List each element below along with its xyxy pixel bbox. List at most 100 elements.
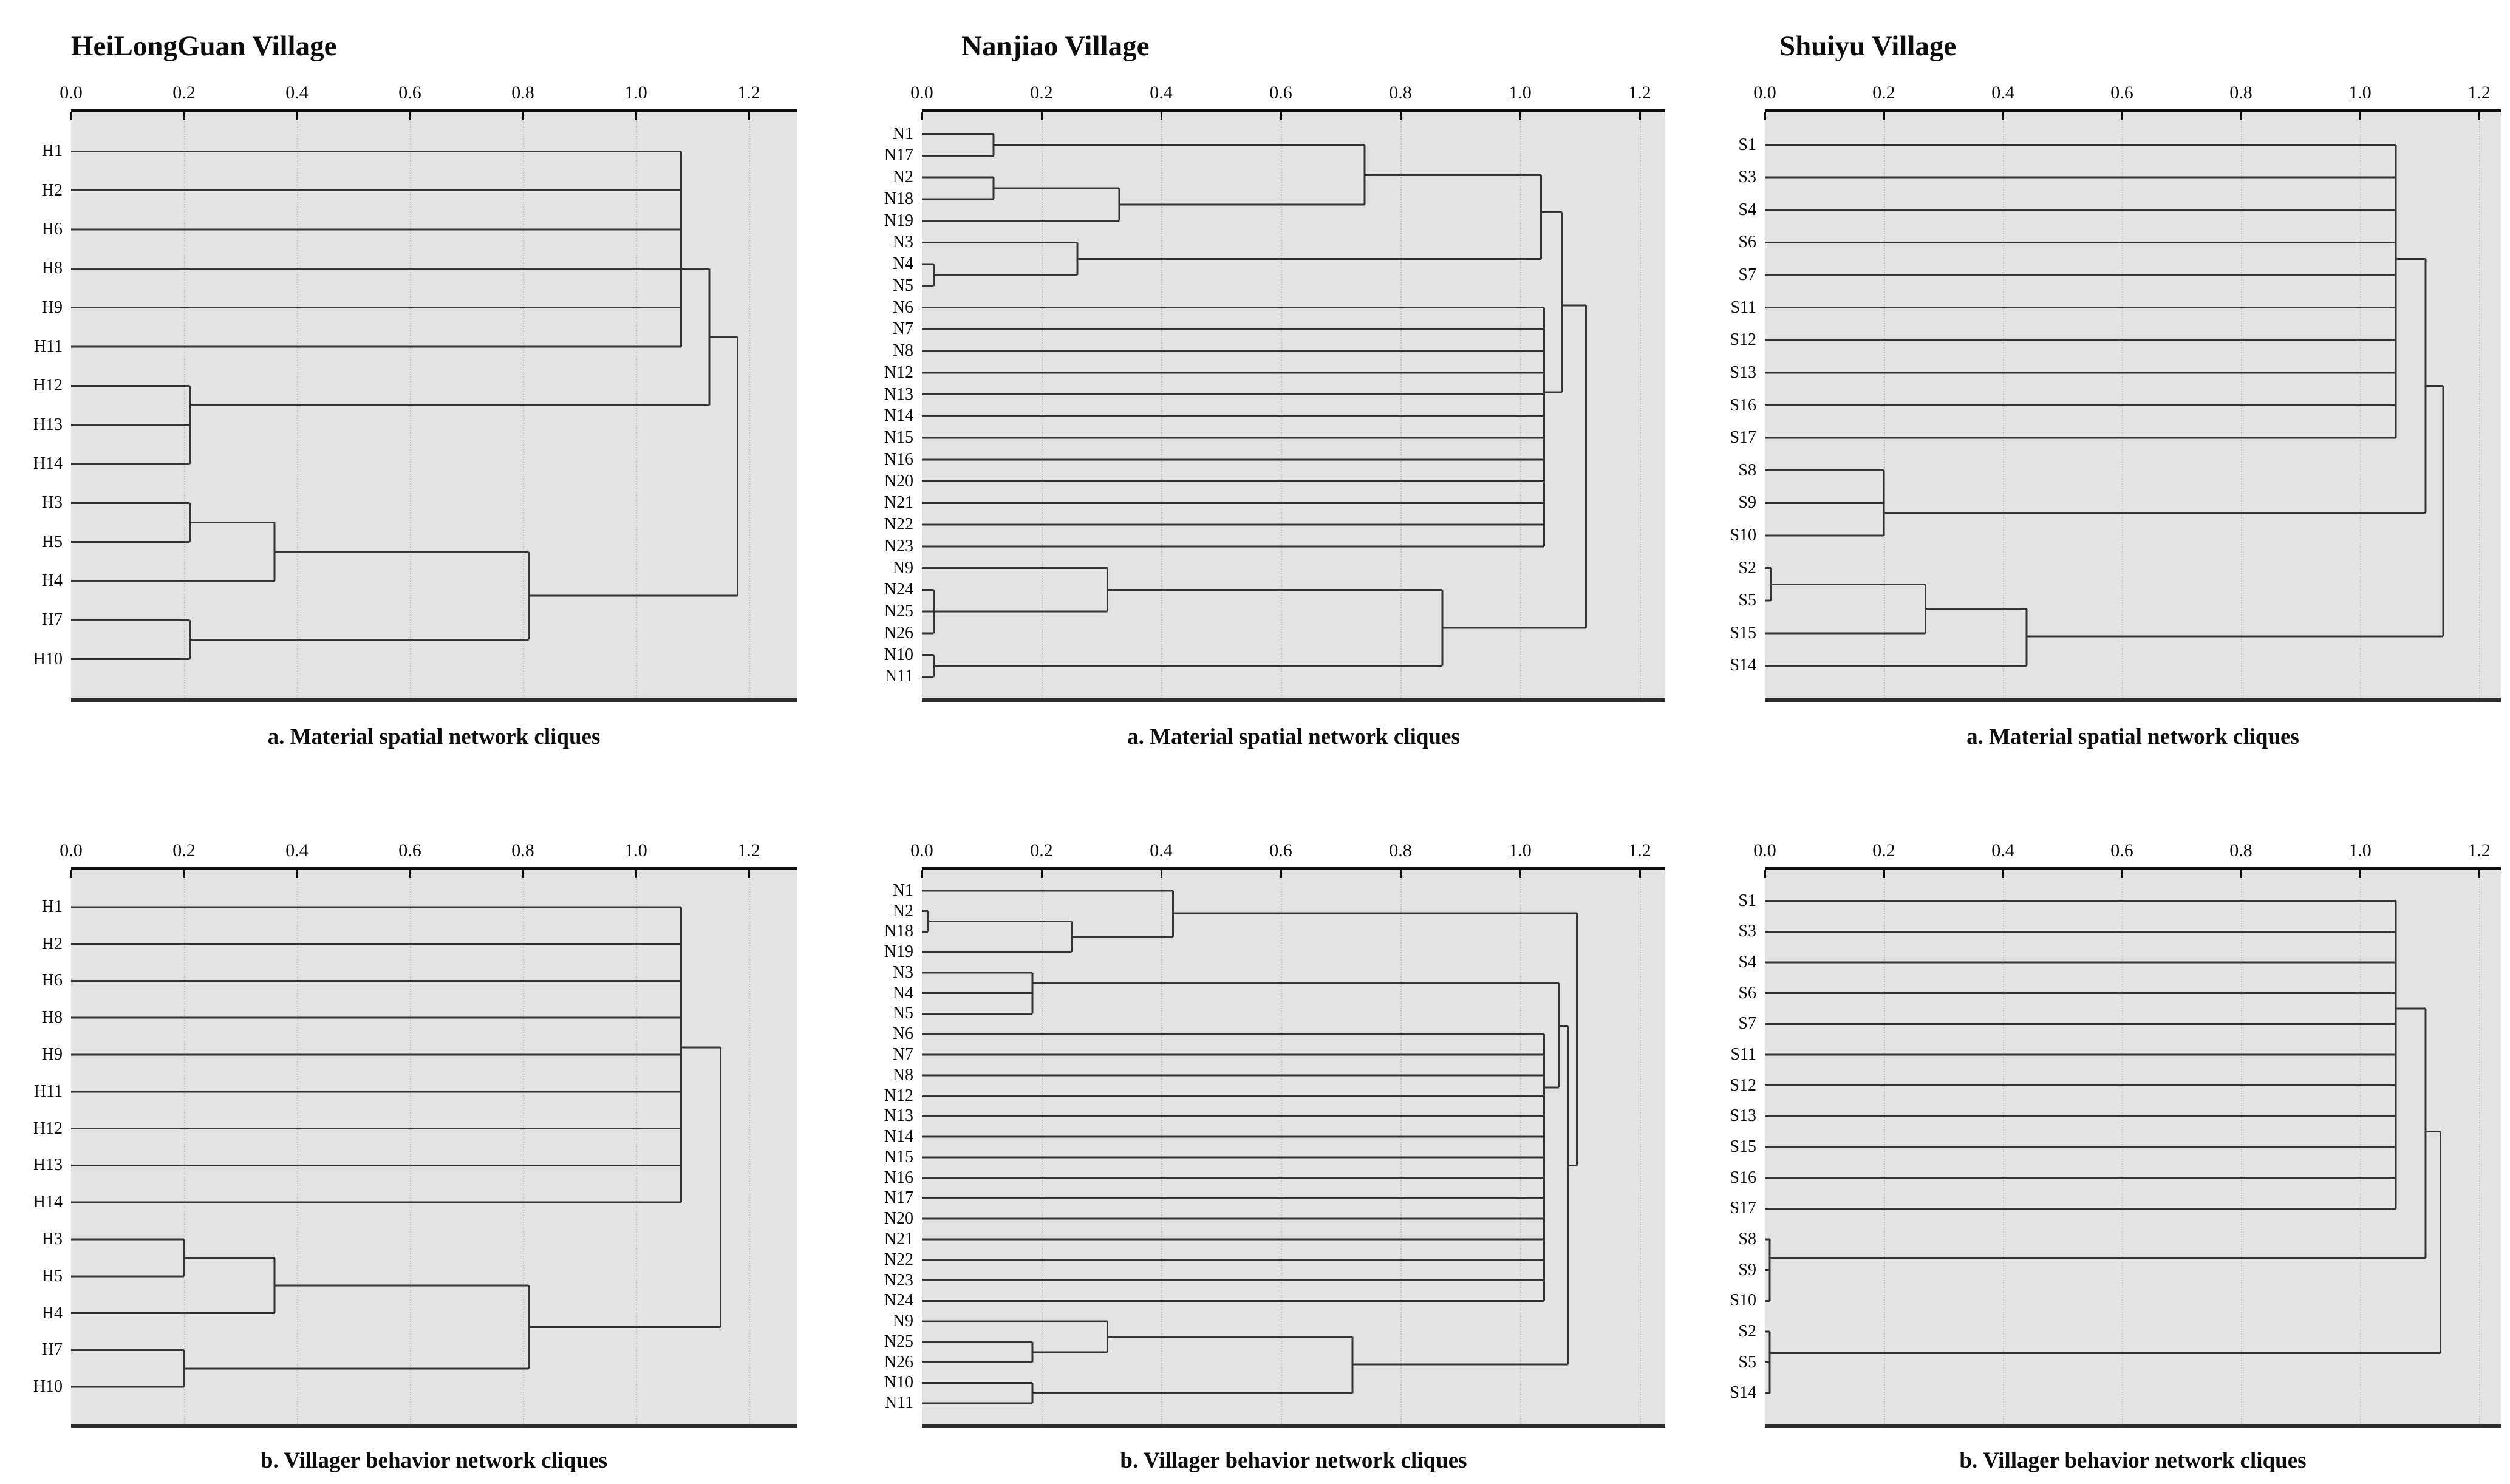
x-tick-label: 1.0 [2348,840,2372,860]
leaf-label: H3 [41,493,63,512]
leaf-label: N16 [884,449,913,469]
leaf-label: N17 [884,1188,913,1208]
dendrogram-svg [1765,900,2441,1394]
leaf-label: N2 [892,901,913,921]
gridline [2360,112,2361,698]
x-tick-mark [1280,112,1282,120]
x-tick-mark [522,112,524,120]
x-tick-label: 0.0 [60,83,83,103]
leaf-label: H7 [41,610,63,630]
x-tick-mark [1883,870,1885,878]
leaf-label: S16 [1730,1168,1756,1187]
x-tick-mark [2002,112,2004,120]
leaf-label: S10 [1730,1291,1756,1310]
leaf-label: S17 [1730,1199,1756,1218]
leaf-label: H6 [41,220,63,239]
x-tick-label: 0.4 [1991,840,2014,860]
gridline [1161,112,1162,698]
leaf-label: H12 [33,376,63,395]
leaf-label: N25 [884,602,913,621]
x-tick-label: 0.4 [1150,840,1173,860]
x-tick-label: 0.2 [172,83,196,103]
leaf-label: H10 [33,1377,63,1397]
plot-bottom-line [922,1424,1665,1428]
gridline [1281,870,1282,1424]
gridline [2003,870,2004,1424]
x-axis-line [922,867,1665,870]
leaf-label: S17 [1730,428,1756,448]
leaf-label: N24 [884,1291,913,1310]
gridline [523,112,524,698]
leaf-label: N7 [892,1045,913,1064]
plot-bottom-line [71,1424,797,1428]
x-tick-mark [2478,870,2480,878]
leaf-label: H9 [41,1045,63,1064]
x-tick-label: 0.6 [2110,840,2133,860]
leaf-label: N1 [892,124,913,143]
plot-bottom-line [922,698,1665,702]
gridline [297,112,298,698]
x-tick-label: 0.4 [285,83,309,103]
leaf-label: N8 [892,341,913,361]
x-tick-mark [635,870,637,878]
leaf-label: N17 [884,146,913,165]
leaf-label: H5 [41,1266,63,1285]
x-axis-line [922,109,1665,112]
chart-caption: b. Villager behavior network cliques [1959,1448,2307,1473]
x-tick-mark [2359,870,2361,878]
plot-bottom-line [1765,1424,2501,1428]
leaf-label: N18 [884,922,913,941]
leaf-label: N16 [884,1168,913,1187]
leaf-label: N19 [884,211,913,230]
leaf-label: N25 [884,1332,913,1351]
leaf-label: N10 [884,1373,913,1392]
x-tick-label: 1.2 [737,840,760,860]
x-tick-mark [1041,112,1043,120]
leaf-label: H2 [41,934,63,953]
x-tick-mark [2002,870,2004,878]
leaf-label: S4 [1738,953,1756,972]
leaf-label: N24 [884,580,913,599]
gridline [1400,112,1402,698]
gridline [1640,112,1641,698]
x-tick-mark [1400,870,1402,878]
leaf-label: S12 [1730,330,1756,350]
chart-caption: a. Material spatial network cliques [1966,724,2299,749]
x-tick-label: 0.8 [511,83,534,103]
gridline [2122,870,2123,1424]
x-tick-mark [2478,112,2480,120]
gridline [1884,112,1885,698]
leaf-label: S3 [1738,168,1756,187]
leaf-label: N26 [884,623,913,642]
leaf-label: S5 [1738,591,1756,610]
x-tick-label: 1.0 [624,83,647,103]
gridline [1884,870,1885,1424]
dendrogram-svg [922,133,1587,678]
leaf-label: N8 [892,1065,913,1084]
leaf-label: H8 [41,1008,63,1027]
dendrogram-svg [71,150,738,661]
leaf-label: S14 [1730,1383,1756,1403]
leaf-label: H14 [33,1193,63,1212]
gridline [636,112,637,698]
leaf-label: N12 [884,362,913,382]
gridline [1161,870,1162,1424]
plot-bottom-line [1765,698,2501,702]
leaf-label: N21 [884,493,913,512]
leaf-label: N14 [884,406,913,426]
leaf-label: N7 [892,319,913,339]
x-tick-label: 0.0 [910,83,933,103]
dendrogram-svg [922,890,1578,1404]
leaf-label: S11 [1730,1045,1756,1064]
leaf-label: H6 [41,971,63,990]
x-tick-mark [2240,870,2242,878]
leaf-label: N15 [884,428,913,448]
leaf-label: H4 [41,1303,63,1322]
x-tick-mark [1639,870,1641,878]
x-axis-line [1765,109,2501,112]
leaf-label: S6 [1738,983,1756,1002]
leaf-label: N26 [884,1352,913,1372]
x-tick-label: 0.0 [60,840,83,860]
